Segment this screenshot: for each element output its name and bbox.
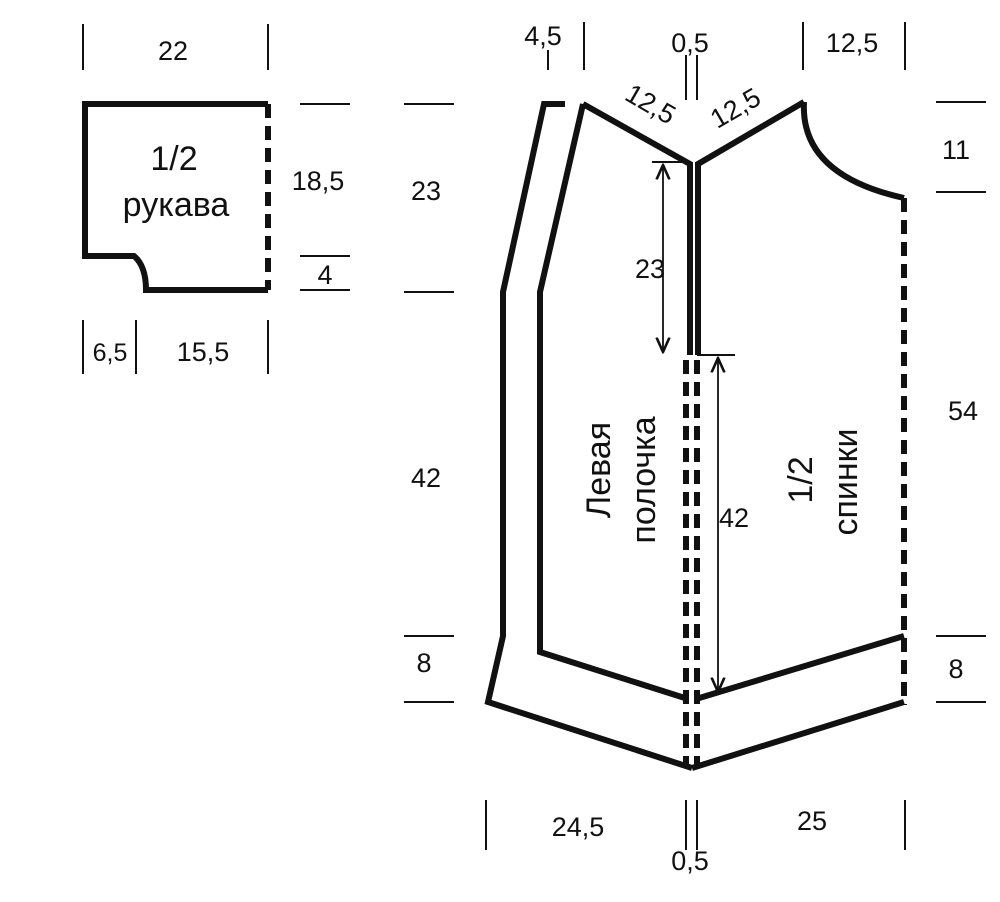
back-neckline [695, 99, 806, 355]
sleeve-bottom-right-label: 15,5 [177, 337, 230, 367]
sleeve-outline [82, 101, 268, 293]
front-label-line1: Левая [580, 422, 618, 518]
half-back-piece: 1/2 спинки [691, 99, 907, 771]
back-shoulder-label: 12,5 [826, 28, 879, 58]
body-dimensions-top: 4,5 0,5 12,5 12,5 12,5 [524, 21, 906, 134]
sleeve-title-line1: 1/2 [150, 140, 197, 178]
sleeve-piece: 1/2 рукава [82, 101, 271, 293]
front-band-outer [484, 101, 693, 771]
front-band-label: 8 [416, 648, 431, 678]
front-neck-slope-label: 12,5 [620, 78, 681, 130]
back-shoulder-armhole [800, 101, 905, 201]
left-front-piece: Левая полочка [484, 101, 693, 771]
front-armhole-label: 23 [411, 176, 441, 206]
back-neck-drop-label: 11 [942, 135, 970, 165]
front-outline [537, 103, 689, 702]
center-gap-bottom-label: 0,5 [671, 846, 709, 876]
back-center-length-label: 42 [719, 503, 749, 533]
back-band-label: 8 [948, 654, 963, 684]
sleeve-bottom-left-label: 6,5 [93, 339, 128, 367]
body-dimensions-left: 23 42 8 [404, 103, 454, 703]
back-side-label: 54 [948, 396, 978, 426]
back-bottom-width-label: 25 [797, 806, 827, 836]
front-body-label: 42 [411, 463, 441, 493]
sleeve-height-label: 18,5 [292, 166, 345, 196]
center-gap-top-label: 0,5 [671, 28, 709, 58]
front-shoulder-offset-label: 4,5 [524, 21, 562, 51]
front-neck-depth-label: 23 [635, 254, 665, 284]
body-dimensions-inner: 23 42 [635, 161, 749, 692]
back-band-line [695, 633, 905, 702]
body-dimensions-right: 11 54 8 [936, 101, 986, 703]
front-bottom-width-label: 24,5 [552, 812, 605, 842]
body-dimensions-bottom: 24,5 25 0,5 [485, 800, 906, 876]
front-label-line2: полочка [625, 416, 663, 543]
sleeve-cuff-label: 4 [317, 260, 332, 290]
sleeve-dimensions: 22 18,5 4 6,5 15,5 [82, 24, 350, 374]
back-bottom-edge [691, 699, 905, 771]
sleeve-top-width-label: 22 [158, 36, 188, 66]
back-label-line1: 1/2 [782, 456, 820, 503]
sleeve-title-line2: рукава [123, 186, 230, 224]
back-label-line2: спинки [827, 428, 865, 535]
front-neckline [581, 101, 693, 355]
